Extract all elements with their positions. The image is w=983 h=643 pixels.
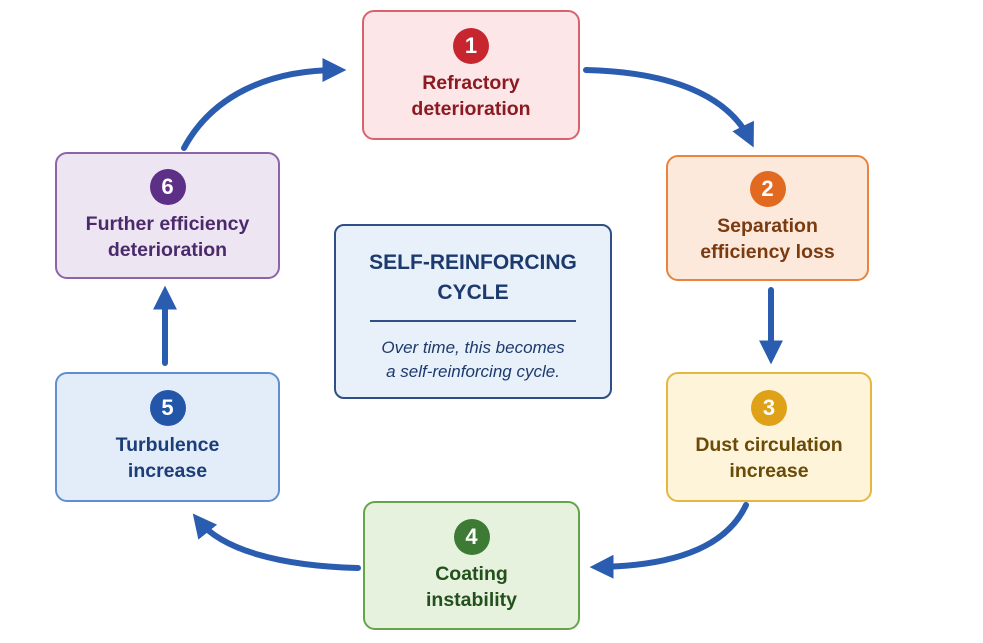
step-4-label-line-1: Coating [435,562,508,585]
arrow-4-to-5 [192,513,361,571]
step-3-label-line-2: increase [729,460,809,482]
step-3-badge: 3 [751,390,787,426]
step-5-badge: 5 [149,390,186,426]
center-caption: Over time, this becomes a self-reinforci… [336,336,610,384]
step-1-label-line-1: Refractory [422,72,520,94]
step-3-box: 3 Dust circulation increase [666,372,872,502]
step-5-label-line-2: increase [127,460,208,482]
step-2-label: Separation efficiency loss [700,213,834,265]
step-2-badge: 2 [749,171,786,207]
step-6-label-line-2: deterioration [107,238,228,261]
step-4-label: Coating instability [426,561,517,613]
center-title-line-1: SELF-REINFORCING [369,251,577,274]
step-6-badge: 6 [149,168,186,205]
step-6-label: Further efficiency deterioration [86,211,250,263]
step-4-box: 4 Coating instability [363,501,580,630]
step-1-label: Refractory deterioration [411,70,530,122]
center-divider [370,320,576,322]
center-caption-line-2: a self-reinforcing cycle. [386,362,560,381]
step-1-box: 1 Refractory deterioration [362,10,580,140]
step-1-label-line-2: deterioration [411,98,531,120]
step-6-label-line-1: Further efficiency [85,212,250,235]
step-2-label-line-1: Separation [717,215,818,237]
arrow-1-to-2 [583,67,754,148]
step-6-box: 6 Further efficiency deterioration [55,152,280,279]
center-title-line-2: CYCLE [437,281,509,304]
step-4-label-line-2: instability [425,588,518,611]
step-5-box: 5 Turbulence increase [55,372,280,502]
arrow-3-to-4 [589,502,749,579]
step-4-badge: 4 [453,518,490,555]
center-title: SELF-REINFORCING CYCLE [336,248,610,308]
center-caption-line-1: Over time, this becomes [381,338,565,357]
step-5-label-line-1: Turbulence [115,434,220,456]
arrow-6-to-1 [181,58,347,151]
step-2-label-line-2: efficiency loss [700,241,835,263]
step-3-label: Dust circulation increase [695,432,842,484]
step-1-badge: 1 [453,28,489,64]
step-2-box: 2 Separation efficiency loss [666,155,869,281]
center-summary-box: SELF-REINFORCING CYCLE Over time, this b… [334,224,612,399]
step-3-label-line-1: Dust circulation [695,434,843,456]
step-5-label: Turbulence increase [116,432,220,484]
